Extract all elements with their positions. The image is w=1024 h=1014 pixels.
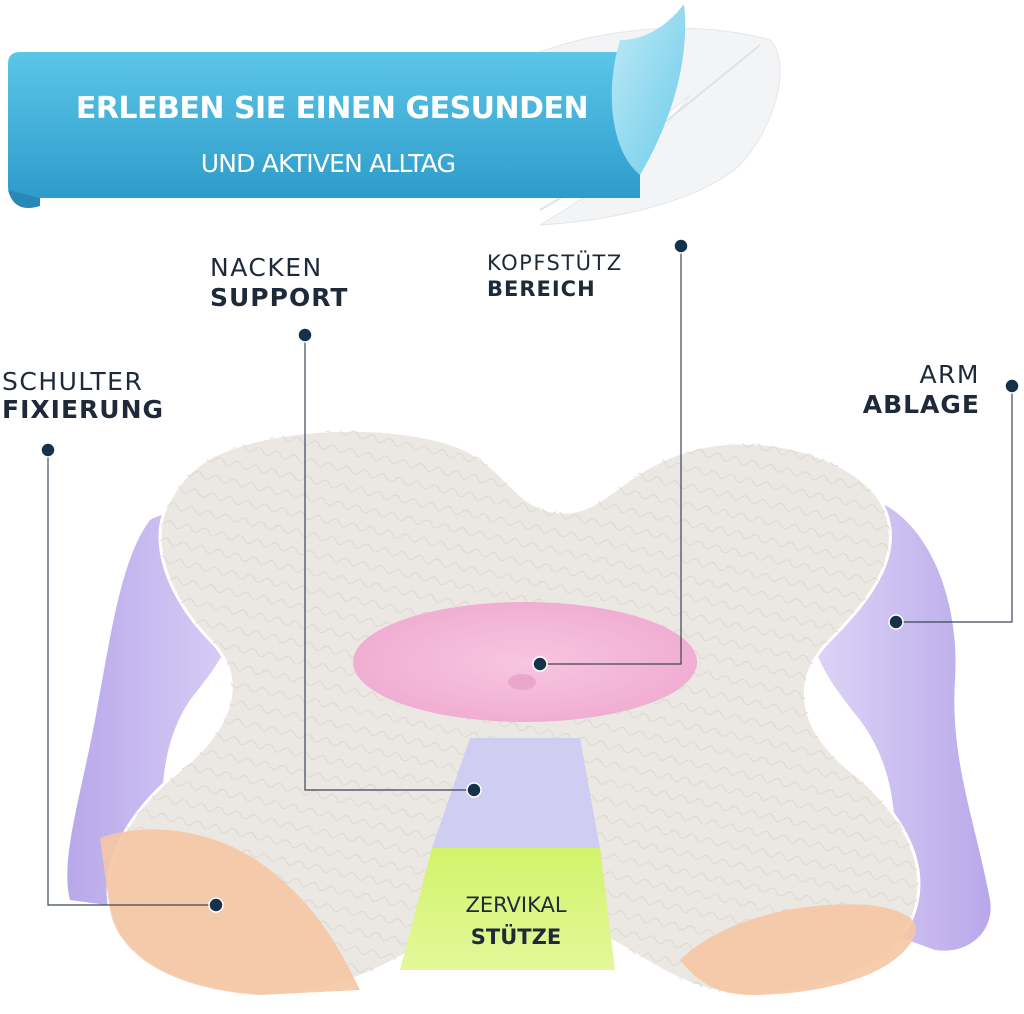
kopf-label-line1: KOPFSTÜTZ: [487, 250, 623, 275]
kopf-label-line2: BEREICH: [487, 277, 596, 301]
arm-marker-dot: [1004, 378, 1020, 394]
zervikal-label-line1: ZERVIKAL: [465, 893, 566, 917]
banner-subtitle: UND AKTIVEN ALLTAG: [201, 149, 455, 178]
schulter-leader-line: [47, 450, 216, 906]
headline-banner: ERLEBEN SIE EINEN GESUNDEN UND AKTIVEN A…: [8, 4, 686, 208]
neck-zone-dot: [466, 782, 482, 798]
banner-title: ERLEBEN SIE EINEN GESUNDEN: [76, 91, 588, 126]
head-zone: [353, 602, 697, 722]
callout-arm: ARM ABLAGE: [863, 360, 1020, 630]
neck-zone: [432, 738, 600, 848]
nacken-leader-line: [304, 335, 474, 791]
cervical-zone: [400, 848, 615, 970]
callout-nacken: NACKEN SUPPORT: [210, 253, 482, 798]
shoulder-zone: [100, 829, 360, 995]
head-zone-dot: [532, 656, 548, 672]
arm-leader-line: [896, 386, 1013, 623]
shoulder-zone-dot: [208, 897, 224, 913]
callout-kopf: KOPFSTÜTZ BEREICH: [487, 238, 689, 672]
arm-zone-dot: [888, 614, 904, 630]
nacken-marker-dot: [297, 327, 313, 343]
arm-label-line2: ABLAGE: [863, 390, 980, 419]
kopf-leader-line: [540, 246, 682, 665]
nacken-label-line2: SUPPORT: [210, 283, 348, 312]
schulter-label-line2: FIXIERUNG: [2, 395, 164, 424]
kopf-marker-dot: [673, 238, 689, 254]
callout-schulter: SCHULTER FIXIERUNG: [2, 367, 224, 913]
zervikal-label-line2: STÜTZE: [471, 924, 561, 949]
right-side-panel: [812, 505, 991, 951]
schulter-label-line1: SCHULTER: [2, 367, 143, 396]
arm-label-line1: ARM: [919, 360, 980, 389]
pillow-illustration: ZERVIKAL STÜTZE: [67, 428, 991, 997]
schulter-marker-dot: [40, 442, 56, 458]
nacken-label-line1: NACKEN: [210, 253, 323, 282]
